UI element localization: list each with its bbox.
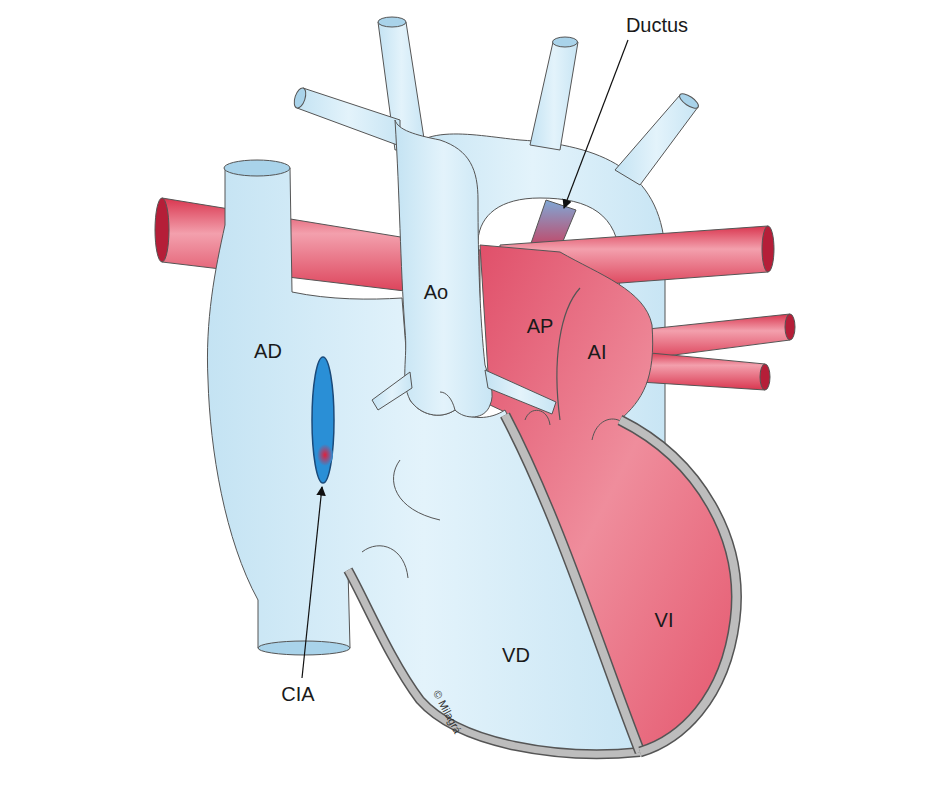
valve-line	[362, 546, 408, 578]
arch-branch	[297, 88, 400, 146]
vessel-cap	[677, 91, 700, 111]
vessel-cap	[553, 37, 578, 47]
arch-branch	[530, 42, 578, 150]
leader-line	[564, 40, 628, 208]
part-label: CIA	[281, 684, 314, 704]
valve-line	[525, 410, 550, 425]
part-label: AI	[588, 342, 607, 362]
part-label: VI	[655, 610, 674, 630]
part-label: Ductus	[626, 15, 688, 35]
septum-outline	[505, 415, 640, 752]
wall-outline	[620, 420, 736, 752]
vessel-cap	[224, 160, 290, 176]
vessel-cap	[155, 198, 169, 262]
vessel-cap	[378, 17, 406, 27]
valve-line	[393, 460, 440, 520]
valve-line	[592, 419, 622, 440]
wall-outline	[348, 570, 640, 754]
valve-line	[440, 392, 455, 410]
arch-branch	[615, 95, 698, 185]
shunt-spot	[317, 444, 333, 466]
septal-defect	[312, 357, 334, 483]
part-label: AP	[527, 316, 554, 336]
septum	[505, 415, 640, 752]
part-label: AD	[254, 341, 282, 361]
vessel-cap	[292, 86, 308, 109]
part-label: VD	[502, 645, 530, 665]
coronary-artery	[372, 372, 412, 410]
vessel-cap	[760, 364, 770, 390]
watermark: © Milagrá	[431, 689, 463, 736]
leader-line	[302, 487, 322, 678]
wall	[348, 570, 640, 754]
part-label: Ao	[424, 282, 448, 302]
atrium-border	[557, 288, 580, 420]
pulmonary-vein	[640, 352, 765, 390]
vessel-cap	[785, 314, 795, 340]
coronary-artery	[485, 370, 556, 414]
vessel-cap	[762, 226, 774, 272]
vessel-cap	[258, 641, 350, 655]
wall	[620, 420, 736, 752]
